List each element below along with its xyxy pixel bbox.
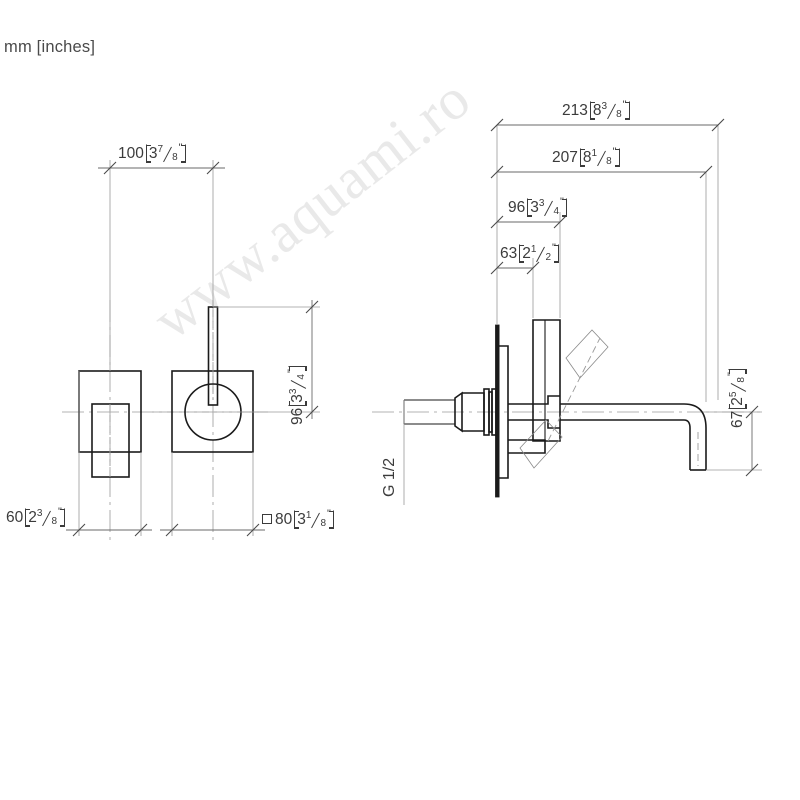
square-section-icon bbox=[262, 514, 272, 525]
dimension-line-63 bbox=[490, 261, 540, 275]
units-note: mm [inches] bbox=[4, 38, 96, 56]
dimension-line-67 bbox=[745, 405, 759, 477]
dimension-label-67: 67 2 5 8 " bbox=[726, 369, 747, 428]
dimension-label-213: 213 8 3 8 " bbox=[562, 100, 630, 120]
dimension-label-100: 100 3 7 8 " bbox=[118, 143, 186, 163]
thread-label-g12: G 1/2 bbox=[381, 457, 398, 497]
dimension-line-207 bbox=[490, 165, 713, 179]
side-elevation-view bbox=[62, 160, 262, 540]
front-elevation-view bbox=[152, 160, 320, 540]
dimension-line-80 bbox=[160, 523, 265, 537]
dimension-line-213 bbox=[490, 118, 725, 132]
dimension-label-63: 63 2 1 2 " bbox=[500, 243, 559, 263]
dimension-label-207: 207 8 1 8 " bbox=[552, 147, 620, 167]
dimension-line-96-horizontal bbox=[490, 215, 567, 229]
dimension-label-80: 80 3 1 8 " bbox=[262, 509, 334, 529]
dimension-label-96-horizontal: 96 3 3 4 " bbox=[508, 197, 567, 217]
dimension-label-96-vertical: 96 3 3 4 " bbox=[286, 366, 307, 425]
dimension-line-96-vertical bbox=[305, 300, 319, 419]
dimension-line-60 bbox=[66, 523, 152, 537]
dimension-line-100 bbox=[98, 161, 225, 175]
spout-section-view bbox=[372, 125, 762, 505]
dimension-label-60: 60 2 3 8 " bbox=[6, 507, 65, 527]
